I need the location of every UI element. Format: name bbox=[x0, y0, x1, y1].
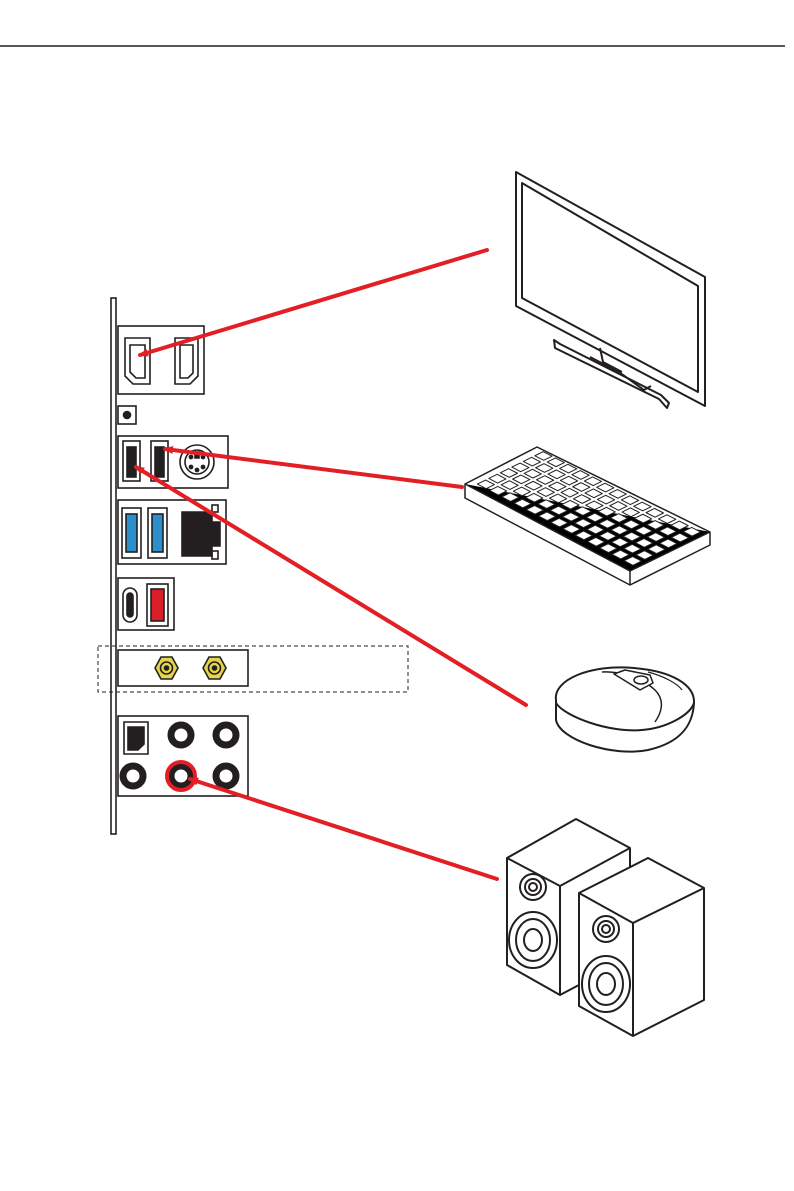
wifi-module-outline bbox=[98, 646, 408, 692]
usb3-blue-port-1 bbox=[122, 508, 141, 558]
audio-jack-3 bbox=[123, 766, 143, 786]
wifi-antenna-group bbox=[118, 650, 248, 686]
monitor-icon bbox=[516, 172, 705, 408]
io-panel bbox=[98, 298, 408, 834]
audio-jack-1 bbox=[171, 725, 191, 745]
io-panel-edge bbox=[111, 298, 116, 834]
wifi-antenna-connector-2 bbox=[203, 657, 226, 679]
speakers-icon bbox=[507, 819, 704, 1036]
clear-cmos-button bbox=[118, 406, 136, 424]
usb-red-port bbox=[147, 584, 168, 626]
audio-jack-5 bbox=[216, 766, 236, 786]
hdmi-port bbox=[125, 338, 150, 384]
line-out-jack bbox=[171, 766, 191, 786]
usb3-blue-port-2 bbox=[148, 508, 167, 558]
arrow-speakers-to-line-out bbox=[190, 779, 497, 879]
usb2-port-2 bbox=[151, 441, 168, 481]
mouse-icon bbox=[556, 667, 694, 751]
usb2-port-1 bbox=[123, 441, 140, 481]
optical-spdif-port bbox=[124, 722, 148, 754]
arrow-mouse-to-usb bbox=[136, 467, 526, 705]
keyboard-icon bbox=[465, 447, 710, 585]
wifi-antenna-connector-1 bbox=[155, 657, 178, 679]
arrow-monitor-to-hdmi bbox=[140, 250, 487, 355]
audio-jack-2 bbox=[216, 725, 236, 745]
usb-type-c-port bbox=[123, 588, 137, 622]
arrow-keyboard-to-usb bbox=[165, 449, 462, 487]
